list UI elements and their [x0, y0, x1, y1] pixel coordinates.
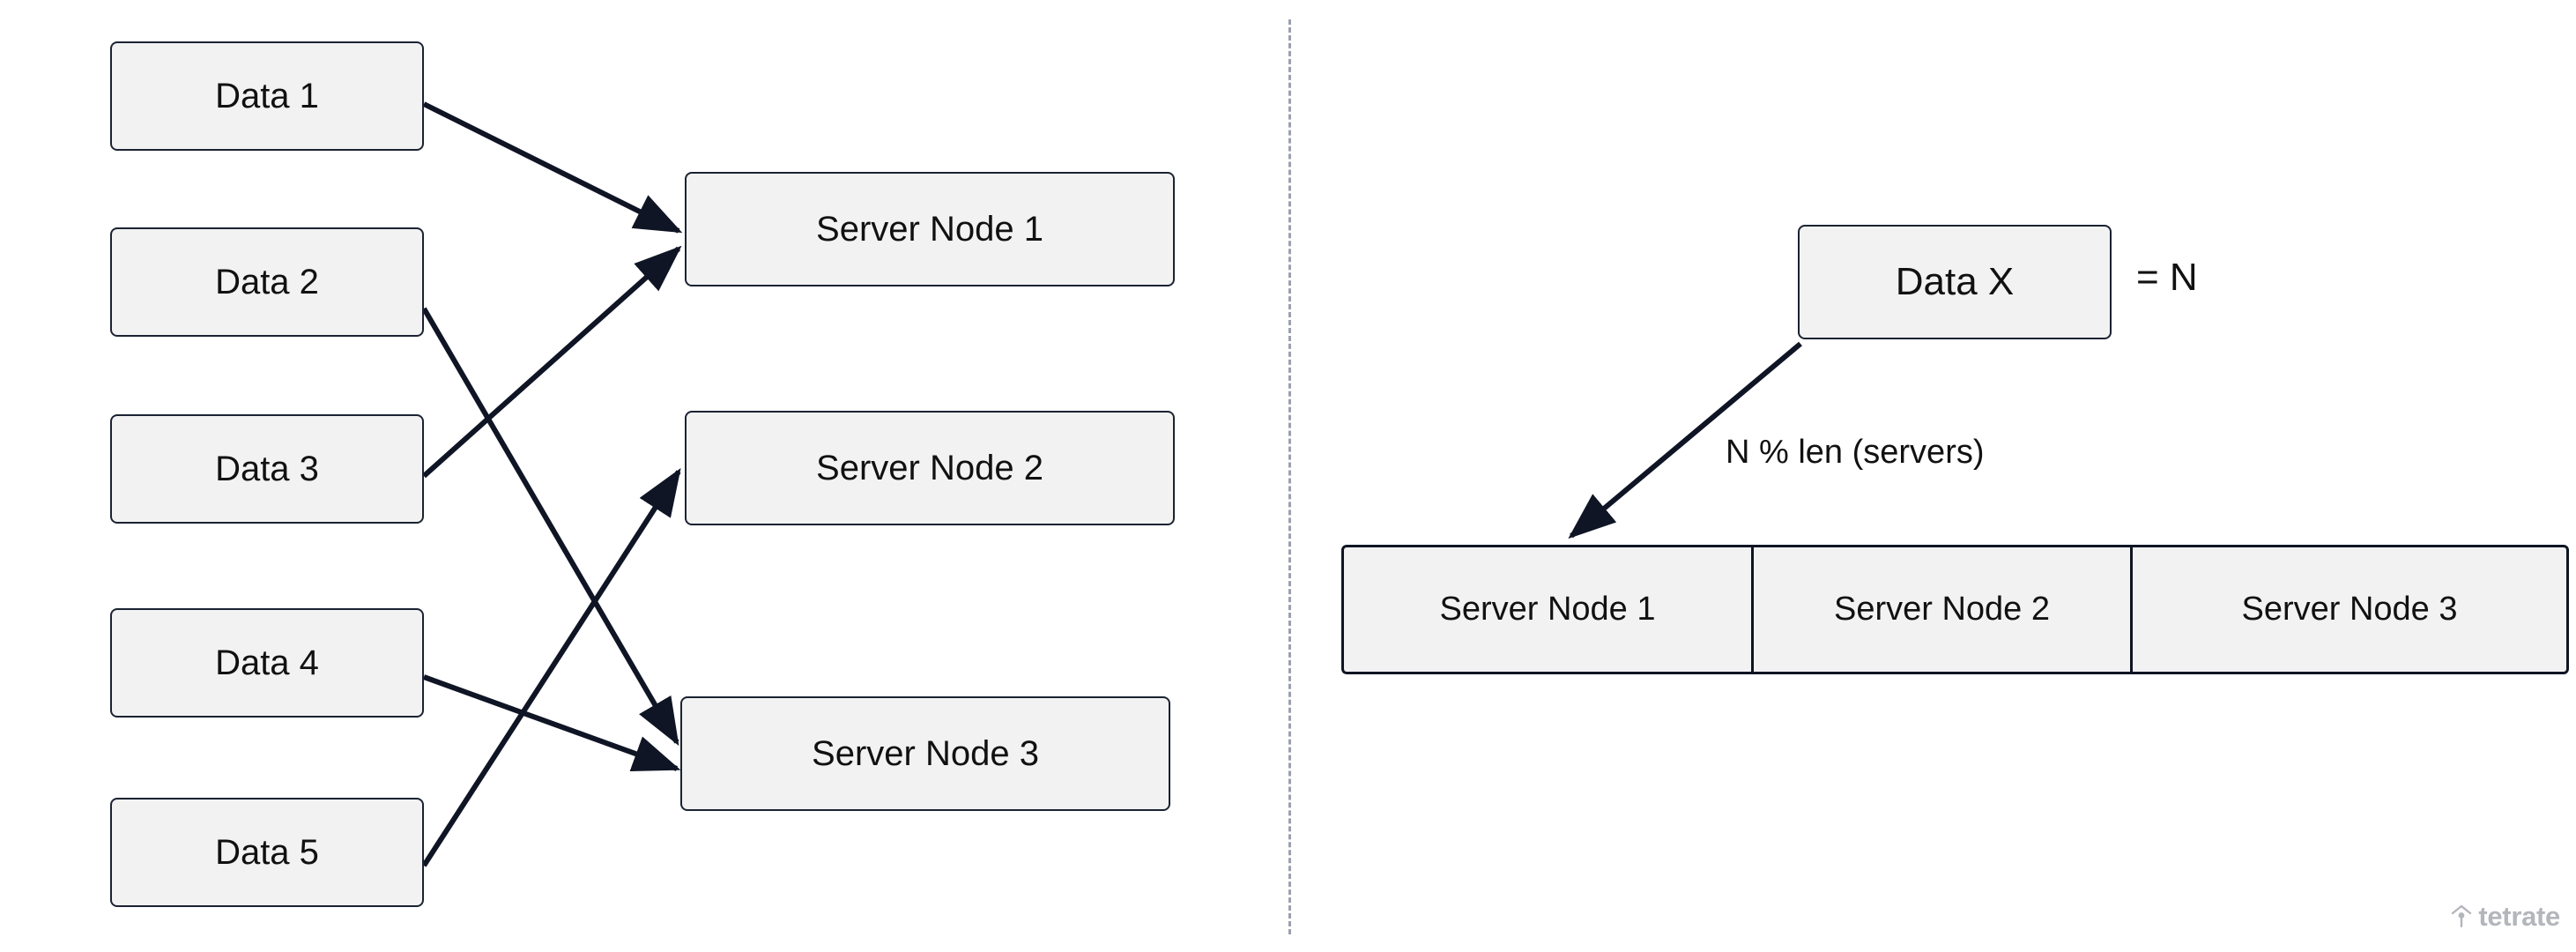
data-node-5-label: Data 5: [215, 832, 319, 872]
data-node-4[interactable]: Data 4: [110, 608, 424, 718]
data-x-label: Data X: [1895, 260, 2015, 303]
server-node-3-label: Server Node 3: [812, 733, 1039, 773]
data-x-node[interactable]: Data X: [1798, 225, 2112, 339]
data-node-1[interactable]: Data 1: [110, 41, 424, 151]
connector-data5-to-server2: [421, 467, 681, 867]
equation-text: = N: [2136, 256, 2198, 299]
data-node-3[interactable]: Data 3: [110, 414, 424, 524]
strip-server-node-3-label: Server Node 3: [2241, 591, 2458, 628]
data-node-3-label: Data 3: [215, 449, 319, 488]
server-node-1[interactable]: Server Node 1: [685, 172, 1175, 286]
brand-name: tetrate: [2478, 901, 2560, 932]
data-node-2-label: Data 2: [215, 262, 319, 301]
modulo-edge-label: N % len (servers): [1726, 434, 1985, 471]
data-node-2[interactable]: Data 2: [110, 227, 424, 337]
server-node-2-label: Server Node 2: [816, 448, 1043, 487]
connector-data4-to-server3: [422, 674, 681, 771]
tetrate-arrow-icon: [2450, 904, 2473, 930]
server-node-2[interactable]: Server Node 2: [685, 411, 1175, 525]
server-node-3[interactable]: Server Node 3: [680, 696, 1170, 811]
strip-server-node-2[interactable]: Server Node 2: [1751, 547, 2133, 672]
connector-datax-to-strip: [1568, 341, 1802, 539]
brand-logo: tetrate: [2450, 901, 2560, 933]
server-node-1-label: Server Node 1: [816, 209, 1043, 249]
data-node-5[interactable]: Data 5: [110, 798, 424, 907]
connector-data1-to-server1: [422, 101, 683, 234]
strip-server-node-3[interactable]: Server Node 3: [2133, 547, 2566, 672]
strip-server-node-1-label: Server Node 1: [1439, 591, 1656, 628]
strip-server-node-2-label: Server Node 2: [1833, 591, 2050, 628]
data-node-1-label: Data 1: [215, 76, 319, 115]
panel-divider: [1288, 19, 1291, 934]
connector-data3-to-server1: [422, 245, 682, 479]
strip-server-node-1[interactable]: Server Node 1: [1344, 547, 1751, 672]
server-strip: Server Node 1 Server Node 2 Server Node …: [1341, 545, 2569, 674]
connector-data2-to-server3: [421, 307, 679, 747]
data-node-4-label: Data 4: [215, 643, 319, 682]
